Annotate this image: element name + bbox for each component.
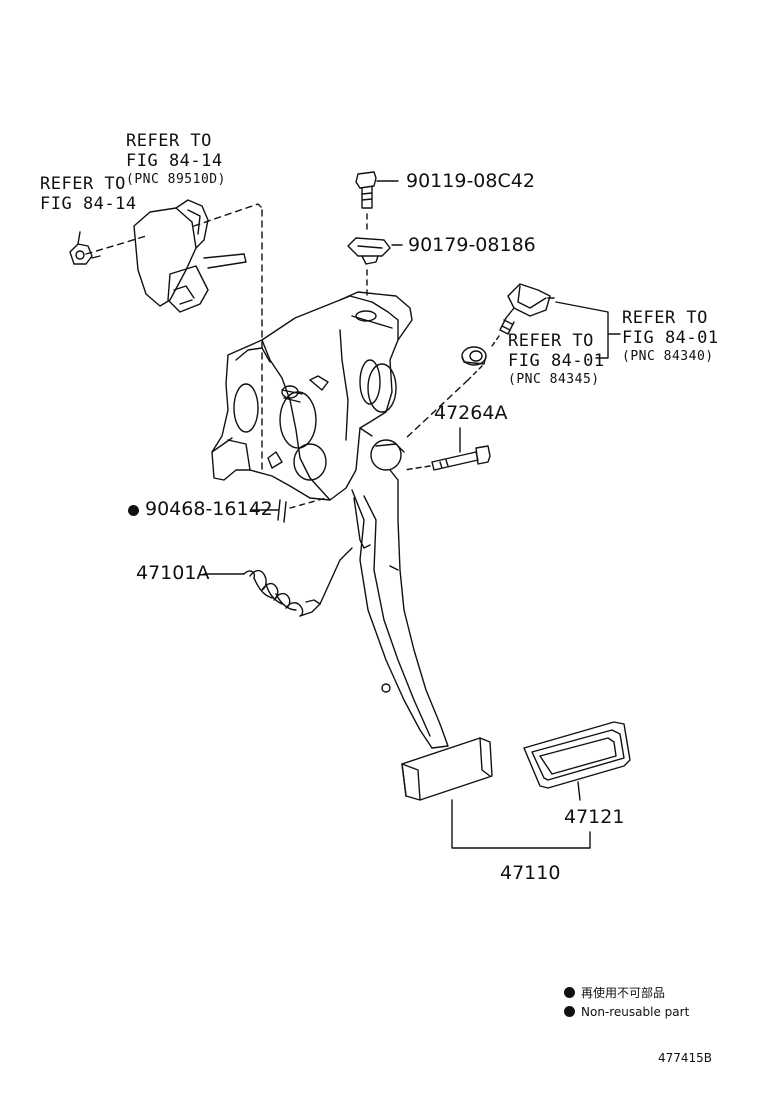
pedal-bracket [211,291,413,501]
part-pad-label: 47121 [564,806,625,828]
part-nut-number: 90468-16142 [145,498,273,520]
part-spring-label: 47101A [136,562,210,584]
ref-sensor-top-line1: REFER TO [126,131,212,151]
legend-en-text: Non-reusable part [581,1005,690,1019]
part-bolt-label: 90119-08C42 [406,170,535,192]
ref-switch-lower-pnc: (PNC 84345) [508,372,600,387]
ref-switch-lower-line2: FIG 84-01 [508,351,605,371]
stroke-sensor [85,199,263,471]
clevis-pin [403,427,491,471]
ref-sensor-left-line1: REFER TO [40,174,126,194]
ref-switch-upper-line1: REFER TO [622,308,708,328]
ref-switch-upper-line2: FIG 84-01 [622,328,719,348]
legend-en-marker [564,1006,575,1017]
part-nut-label: 90468-16142 [128,500,273,519]
nut-leader [251,497,327,523]
ref-switch-upper-pnc: (PNC 84340) [622,349,714,364]
legend-jp: 再使用不可部品 [564,987,665,999]
part-pedal-label: 47110 [500,862,561,884]
clip [347,237,403,265]
non-reusable-marker [128,505,139,516]
ref-sensor-left-line2: FIG 84-14 [40,194,137,214]
part-pin-label: 47264A [434,402,508,424]
part-clip-label: 90179-08186 [408,234,536,256]
leader-lines [203,301,621,849]
ref-switch-lower: REFER TO FIG 84-01 (PNC 84345) [508,331,605,387]
legend-en: Non-reusable part [564,1006,689,1018]
return-spring [243,547,353,617]
bolt [355,171,399,301]
switch-nut [461,346,487,366]
pad-cover [523,721,631,789]
figure-id: 477415B [658,1051,713,1065]
ref-switch-lower-line1: REFER TO [508,331,594,351]
legend-jp-text: 再使用不可部品 [581,986,666,1000]
ref-switch-upper: REFER TO FIG 84-01 (PNC 84340) [622,308,719,364]
ref-sensor-top-line2: FIG 84-14 [126,151,223,171]
ref-sensor-top-pnc: (PNC 89510D) [126,172,226,187]
ref-sensor-left: REFER TO FIG 84-14 [40,176,137,213]
pedal-pad [401,737,493,801]
pedal-arm [351,469,449,749]
legend-jp-marker [564,987,575,998]
stop-lamp-switch [403,283,555,441]
ref-sensor-top: REFER TO FIG 84-14 (PNC 89510D) [126,131,226,187]
sensor-nut [69,231,93,265]
